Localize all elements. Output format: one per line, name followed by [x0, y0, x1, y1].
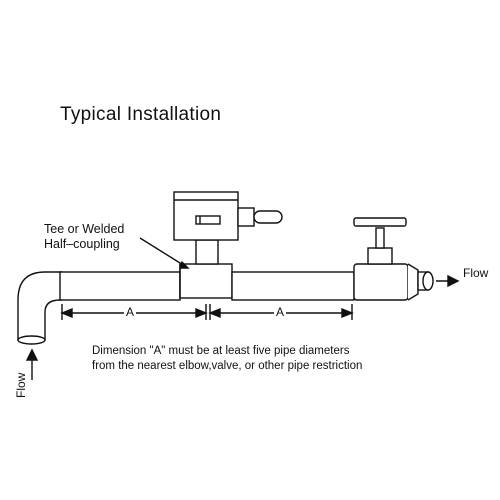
dimension-note-line2: from the nearest elbow,valve, or other p… [92, 360, 363, 372]
dimension-note: Dimension "A" must be at least five pipe… [92, 344, 362, 374]
tee-callout-line2: Half–coupling [44, 237, 120, 251]
cable-gland [237, 207, 255, 227]
switch-window [195, 215, 221, 225]
dimension-label-a-left: A [124, 305, 137, 319]
dimension-note-line1: Dimension "A" must be at least five pipe… [92, 345, 350, 357]
switch-neck [195, 239, 219, 265]
cable [253, 210, 283, 224]
flow-label-outlet: Flow [463, 266, 489, 280]
pipe-segment-1 [59, 271, 181, 301]
dimension-label-a-right: A [274, 305, 287, 319]
outlet-opening [422, 271, 434, 291]
elbow-opening [17, 335, 46, 345]
tee-coupling [179, 263, 233, 299]
valve-body [353, 263, 409, 301]
elbow [17, 271, 62, 341]
valve-stem [375, 227, 385, 249]
valve-handwheel [353, 217, 407, 227]
diagram-title: Typical Installation [60, 104, 222, 125]
flow-label-inlet: Flow [14, 372, 28, 398]
tee-callout-line1: Tee or Welded [44, 222, 125, 236]
valve-stem-base [367, 247, 393, 265]
tee-callout: Tee or Welded Half–coupling [44, 222, 124, 252]
pipe-segment-2 [231, 271, 355, 301]
